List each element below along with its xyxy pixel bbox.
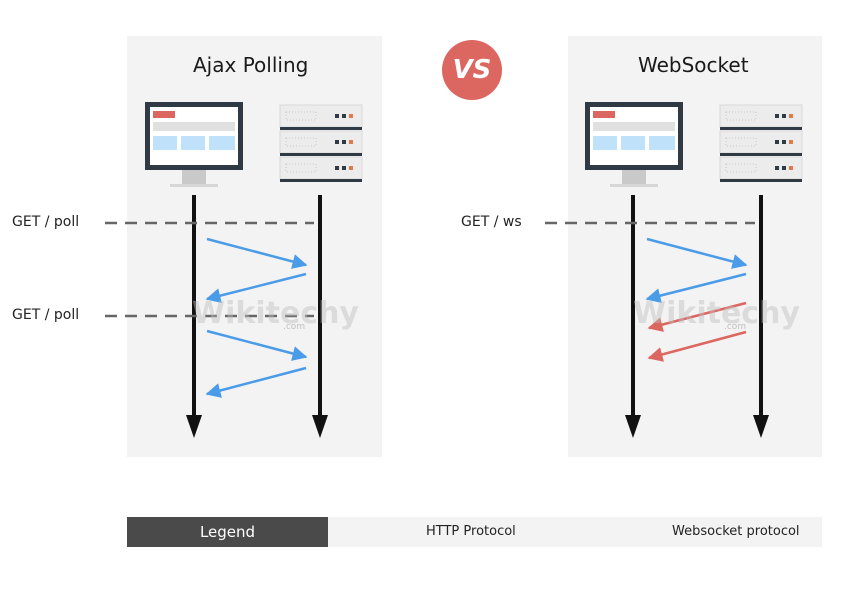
watermark-logo: Wikitechy (192, 296, 359, 331)
websocket-arrow (647, 330, 747, 362)
ajax-polling-title: Ajax Polling (193, 53, 309, 77)
watermark-suffix: .com (283, 322, 306, 332)
websocket-arrow (647, 301, 747, 332)
http-arrow (206, 237, 308, 269)
legend-websocket-label: Websocket protocol (672, 524, 800, 539)
client-monitor-icon (145, 102, 243, 187)
http-arrow (646, 237, 748, 269)
client-lifeline (186, 195, 202, 438)
request-label: GET / poll (12, 307, 80, 323)
server-icon (719, 104, 803, 182)
request-label: GET / poll (12, 214, 80, 230)
legend-http-label: HTTP Protocol (426, 524, 516, 539)
watermark-suffix: .com (724, 322, 747, 332)
http-arrow (205, 366, 307, 398)
watermark-logo: Wikitechy (633, 296, 800, 331)
legend-title: Legend (127, 517, 328, 547)
server-icon (279, 104, 363, 182)
websocket-title: WebSocket (638, 53, 749, 77)
http-arrow (205, 272, 307, 303)
http-arrow (206, 329, 308, 361)
client-monitor-icon (585, 102, 683, 187)
vs-badge: VS (442, 40, 502, 100)
server-lifeline (312, 195, 328, 438)
server-lifeline (753, 195, 769, 438)
client-lifeline (625, 195, 641, 438)
request-label: GET / ws (461, 214, 522, 230)
http-arrow (645, 272, 747, 303)
